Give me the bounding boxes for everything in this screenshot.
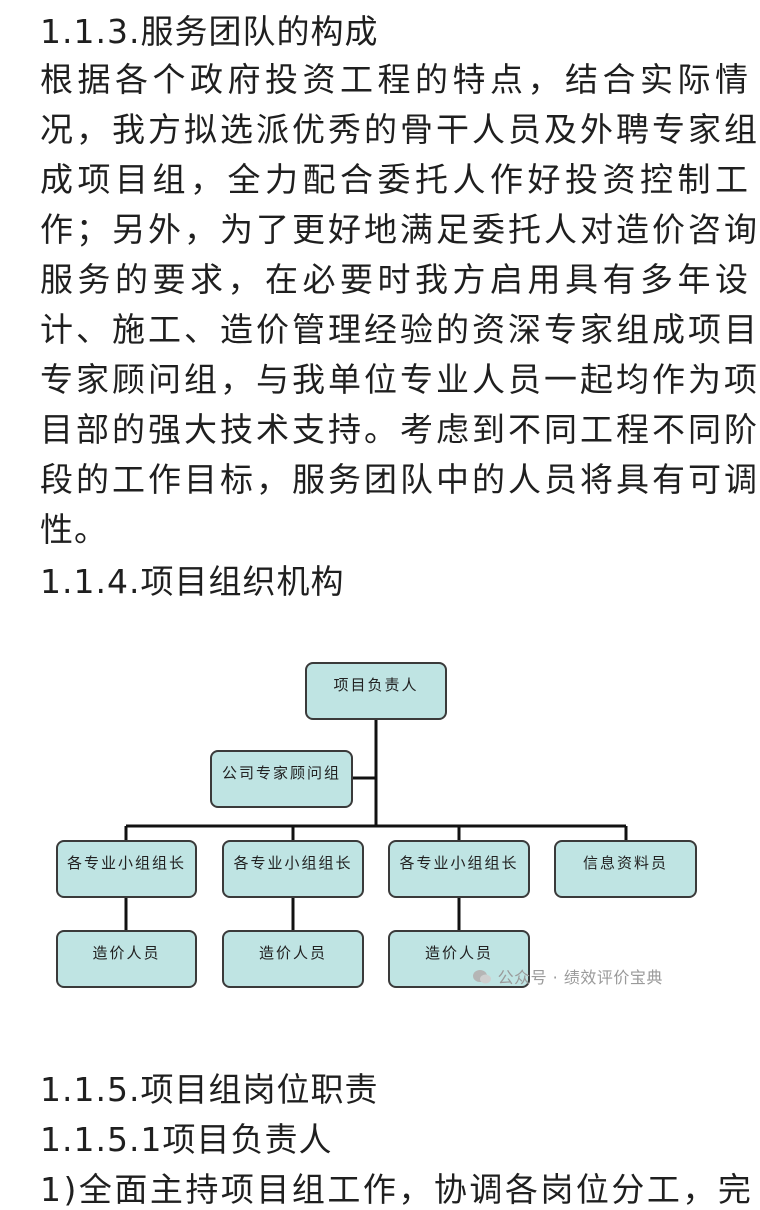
org-box-cost-staff-1: 造价人员 [56,930,197,988]
org-box-project-leader: 项目负责人 [305,662,447,720]
paragraph-line: 服务的要求，在必要时我方启用具有多年设 [40,260,753,299]
paragraph-line: 专家顾问组，与我单位专业人员一起均作为项 [40,360,760,399]
section-1-1-3-body: 根据各个政府投资工程的特点，结合实际情 况，我方拟选派优秀的骨干人员及外聘专家组… [0,60,757,560]
section-1-1-4-title: 1.1.4.项目组织机构 [40,562,345,601]
org-chart-connectors [124,720,628,930]
paragraph-line: 作；另外，为了更好地满足委托人对造价咨询 [40,210,760,249]
paragraph-line: 段的工作目标，服务团队中的人员将具有可调 [40,460,760,499]
section-1-1-5-1-item-1: 1)全面主持项目组工作，协调各岗位分工，完 [40,1170,754,1209]
org-box-cost-staff-2: 造价人员 [222,930,364,988]
paragraph-line: 目部的强大技术支持。考虑到不同工程不同阶 [40,410,760,449]
paragraph-line: 况，我方拟选派优秀的骨干人员及外聘专家组 [40,110,760,149]
org-box-cost-staff-3: 造价人员 [388,930,530,988]
wechat-icon [472,969,492,985]
section-1-1-5-title: 1.1.5.项目组岗位职责 [40,1070,379,1109]
org-box-team-lead-2: 各专业小组组长 [222,840,364,898]
watermark: 公众号 · 绩效评价宝典 [472,964,663,988]
org-box-info-clerk: 信息资料员 [554,840,697,898]
paragraph-line: 计、施工、造价管理经验的资深专家组成项目 [40,310,760,349]
section-1-1-3-title: 1.1.3.服务团队的构成 [40,12,379,51]
org-chart: 项目负责人 公司专家顾问组 各专业小组组长 各专业小组组长 各专业小组组长 信息… [0,640,750,1020]
org-box-team-lead-1: 各专业小组组长 [56,840,197,898]
org-box-team-lead-3: 各专业小组组长 [388,840,530,898]
paragraph-line: 成项目组，全力配合委托人作好投资控制工 [40,160,753,199]
section-1-1-5-1-title: 1.1.5.1项目负责人 [40,1120,333,1159]
watermark-text: 公众号 · 绩效评价宝典 [497,968,663,987]
paragraph-line: 性。 [40,510,108,549]
paragraph-line: 根据各个政府投资工程的特点，结合实际情 [40,60,753,99]
org-box-expert-advisory-group: 公司专家顾问组 [210,750,353,808]
